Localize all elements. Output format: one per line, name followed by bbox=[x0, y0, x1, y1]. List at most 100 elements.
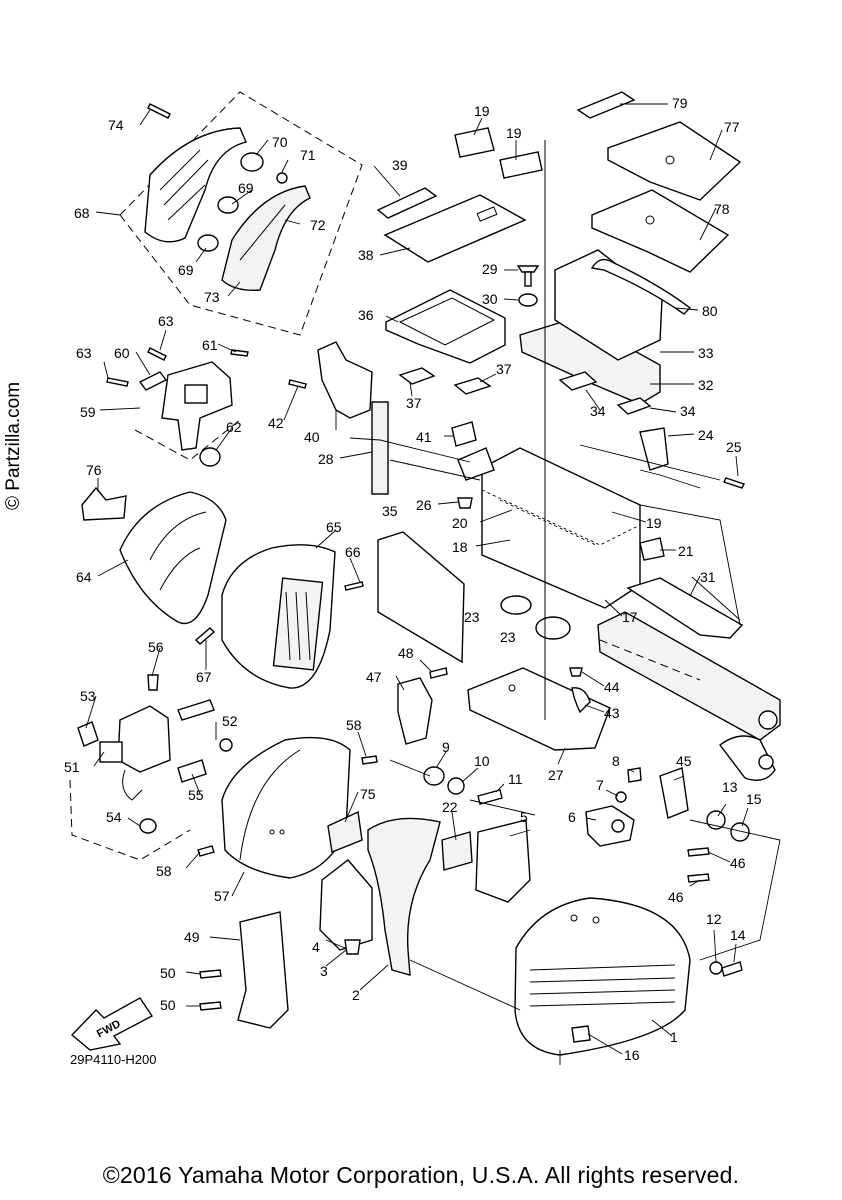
bolt-48 bbox=[429, 667, 448, 679]
callout-28: 28 bbox=[318, 451, 334, 467]
callout-77: 77 bbox=[724, 119, 740, 135]
callout-49: 49 bbox=[184, 929, 200, 945]
emblem-75 bbox=[327, 810, 363, 853]
collar-30 bbox=[518, 293, 538, 307]
callout-60: 60 bbox=[114, 345, 130, 361]
battery-box-17 bbox=[481, 447, 641, 609]
strip-28 bbox=[371, 401, 389, 495]
callout-57: 57 bbox=[214, 888, 230, 904]
clamp-24 bbox=[639, 427, 669, 471]
callout-19a: 19 bbox=[474, 103, 490, 119]
collar-13 bbox=[706, 810, 726, 830]
callout-21: 21 bbox=[678, 543, 694, 559]
bolt-56 bbox=[147, 674, 159, 691]
callout-43: 43 bbox=[604, 705, 620, 721]
fastener-44 bbox=[569, 667, 583, 677]
pad-19-a bbox=[454, 127, 495, 158]
bolt-52 bbox=[219, 738, 233, 752]
callout-65: 65 bbox=[326, 519, 342, 535]
stay-47 bbox=[397, 677, 433, 745]
strap-79 bbox=[576, 91, 636, 119]
callout-19b: 19 bbox=[506, 125, 522, 141]
damper-54 bbox=[139, 818, 157, 834]
callout-69a: 69 bbox=[238, 180, 254, 196]
callout-66: 66 bbox=[345, 544, 361, 560]
callout-64: 64 bbox=[76, 569, 92, 585]
callout-46a: 46 bbox=[730, 855, 746, 871]
washer-7 bbox=[615, 791, 627, 803]
callout-23b: 23 bbox=[500, 629, 516, 645]
callout-labels: 74 68 70 71 69 72 69 73 63 63 60 61 59 6… bbox=[64, 95, 762, 1063]
bolt-74 bbox=[147, 103, 171, 119]
callout-25: 25 bbox=[726, 439, 742, 455]
battery-cover-38 bbox=[383, 194, 527, 263]
callout-41: 41 bbox=[416, 429, 432, 445]
collar-71 bbox=[276, 172, 288, 184]
frame-group bbox=[597, 577, 781, 781]
tool-bag-78 bbox=[591, 189, 730, 273]
callout-30: 30 bbox=[482, 291, 498, 307]
damper-23-a bbox=[500, 595, 532, 615]
callout-73: 73 bbox=[204, 289, 220, 305]
clip-41 bbox=[451, 421, 477, 447]
collar-10 bbox=[447, 777, 465, 795]
air-cleaner-cover-group bbox=[81, 486, 364, 689]
callout-34b: 34 bbox=[680, 403, 696, 419]
callout-76: 76 bbox=[86, 462, 102, 478]
callout-34a: 34 bbox=[590, 403, 606, 419]
callout-12: 12 bbox=[706, 911, 722, 927]
callout-1: 1 bbox=[670, 1029, 678, 1045]
callout-56: 56 bbox=[148, 639, 164, 655]
bracket-45 bbox=[659, 767, 689, 819]
callout-32: 32 bbox=[698, 377, 714, 393]
watermark-text: © Partzilla.com bbox=[3, 382, 24, 510]
callout-22: 22 bbox=[442, 799, 458, 815]
callout-8: 8 bbox=[612, 753, 620, 769]
callout-69b: 69 bbox=[178, 262, 194, 278]
callout-48: 48 bbox=[398, 645, 414, 661]
callout-39: 39 bbox=[392, 157, 408, 173]
callout-75: 75 bbox=[360, 786, 376, 802]
bolt-8 bbox=[627, 767, 642, 783]
callout-68: 68 bbox=[74, 205, 90, 221]
pad-19-b bbox=[499, 151, 543, 179]
clip-21 bbox=[639, 537, 665, 561]
sheet-5 bbox=[475, 819, 531, 903]
lower-left-group bbox=[69, 674, 378, 879]
bracket-20 bbox=[457, 447, 495, 481]
bracket-assembly-59 bbox=[106, 347, 249, 467]
callout-51: 51 bbox=[64, 759, 80, 775]
callout-63a: 63 bbox=[158, 313, 174, 329]
callout-20: 20 bbox=[452, 515, 468, 531]
tool-bag-group bbox=[576, 91, 742, 315]
callout-46b: 46 bbox=[668, 889, 684, 905]
grommet-9 bbox=[423, 766, 445, 786]
callout-37b: 37 bbox=[496, 361, 512, 377]
copyright-notice: ©2016 Yamaha Motor Corporation, U.S.A. A… bbox=[102, 1162, 740, 1188]
bolt-46-b bbox=[687, 873, 710, 883]
callout-17: 17 bbox=[622, 609, 638, 625]
cover-1-group bbox=[514, 767, 750, 1056]
callout-26: 26 bbox=[416, 497, 432, 513]
callout-45: 45 bbox=[676, 753, 692, 769]
grommet-69-a bbox=[217, 196, 239, 214]
callout-59: 59 bbox=[80, 404, 96, 420]
callout-6: 6 bbox=[568, 809, 576, 825]
sheet-27 bbox=[467, 667, 611, 751]
callout-80: 80 bbox=[702, 303, 718, 319]
callout-52: 52 bbox=[222, 713, 238, 729]
callout-9: 9 bbox=[442, 739, 450, 755]
callout-14: 14 bbox=[730, 927, 746, 943]
callout-37a: 37 bbox=[406, 395, 422, 411]
bolt-3 bbox=[344, 939, 361, 955]
bolt-42 bbox=[288, 379, 307, 389]
callout-62: 62 bbox=[226, 419, 242, 435]
bracket-51 bbox=[117, 705, 171, 773]
rubber-pad-76 bbox=[81, 486, 127, 521]
bracket-53 bbox=[77, 721, 99, 747]
cover-2 bbox=[367, 817, 441, 976]
side-cover-group-68 bbox=[119, 91, 363, 336]
tube-43 bbox=[571, 687, 591, 714]
callout-15: 15 bbox=[746, 791, 762, 807]
